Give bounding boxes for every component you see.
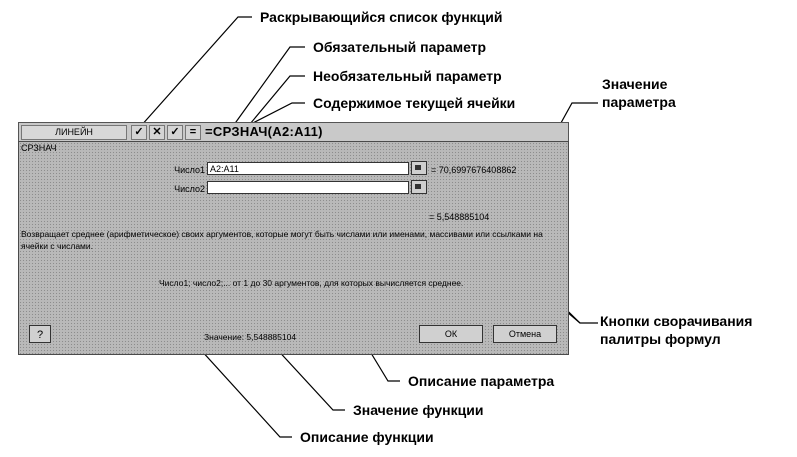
help-button[interactable]: ? [29, 325, 51, 343]
dropdown-arrow-icon[interactable]: ✓ [131, 125, 147, 140]
callout-param-value-line1: Значение [602, 76, 668, 92]
confirm-icon[interactable]: ✓ [167, 125, 183, 140]
arg1-input[interactable]: A2:A11 [207, 162, 409, 175]
formula-bar: ЛИНЕЙН ✓ ✕ ✓ = =СРЗНАЧ(A2:A11) [18, 122, 569, 142]
arg1-result: = 70,6997676408862 [431, 165, 517, 175]
equals-icon[interactable]: = [185, 125, 201, 140]
callout-collapse-buttons-line1: Кнопки сворачивания [600, 313, 753, 329]
callout-collapse-buttons-line2: палитры формул [600, 331, 721, 347]
function-description: Возвращает среднее (арифметическое) свои… [21, 229, 543, 251]
ok-button[interactable]: ОК [419, 325, 483, 343]
dialog-title: СРЗНАЧ [21, 143, 57, 153]
formula-input[interactable]: =СРЗНАЧ(A2:A11) [205, 124, 323, 139]
callout-function-description: Описание функции [300, 429, 434, 445]
arg1-collapse-icon[interactable] [411, 161, 427, 175]
arg2-label: Число2 [174, 184, 205, 194]
cancel-icon[interactable]: ✕ [149, 125, 165, 140]
callout-cell-content: Содержимое текущей ячейки [313, 95, 516, 111]
param-description: Число1; число2;... от 1 до 30 аргументов… [159, 278, 464, 288]
callout-optional-param: Необязательный параметр [313, 68, 502, 84]
callout-param-value-line2: параметра [602, 94, 676, 110]
arg1-label: Число1 [174, 165, 205, 175]
arg2-collapse-icon[interactable] [411, 180, 427, 194]
function-value: Значение: 5,548885104 [204, 332, 297, 342]
total-result: = 5,548885104 [429, 212, 490, 222]
function-dropdown[interactable]: ЛИНЕЙН [21, 125, 127, 140]
formula-palette-dialog: СРЗНАЧ Число1 A2:A11 = 70,6997676408862 … [18, 141, 569, 355]
cancel-button[interactable]: Отмена [493, 325, 557, 343]
callout-required-param: Обязательный параметр [313, 39, 487, 55]
callout-param-description: Описание параметра [408, 373, 555, 389]
callout-function-value: Значение функции [353, 402, 484, 418]
callout-function-dropdown: Раскрывающийся список функций [260, 9, 503, 25]
arg2-input[interactable] [207, 181, 409, 194]
